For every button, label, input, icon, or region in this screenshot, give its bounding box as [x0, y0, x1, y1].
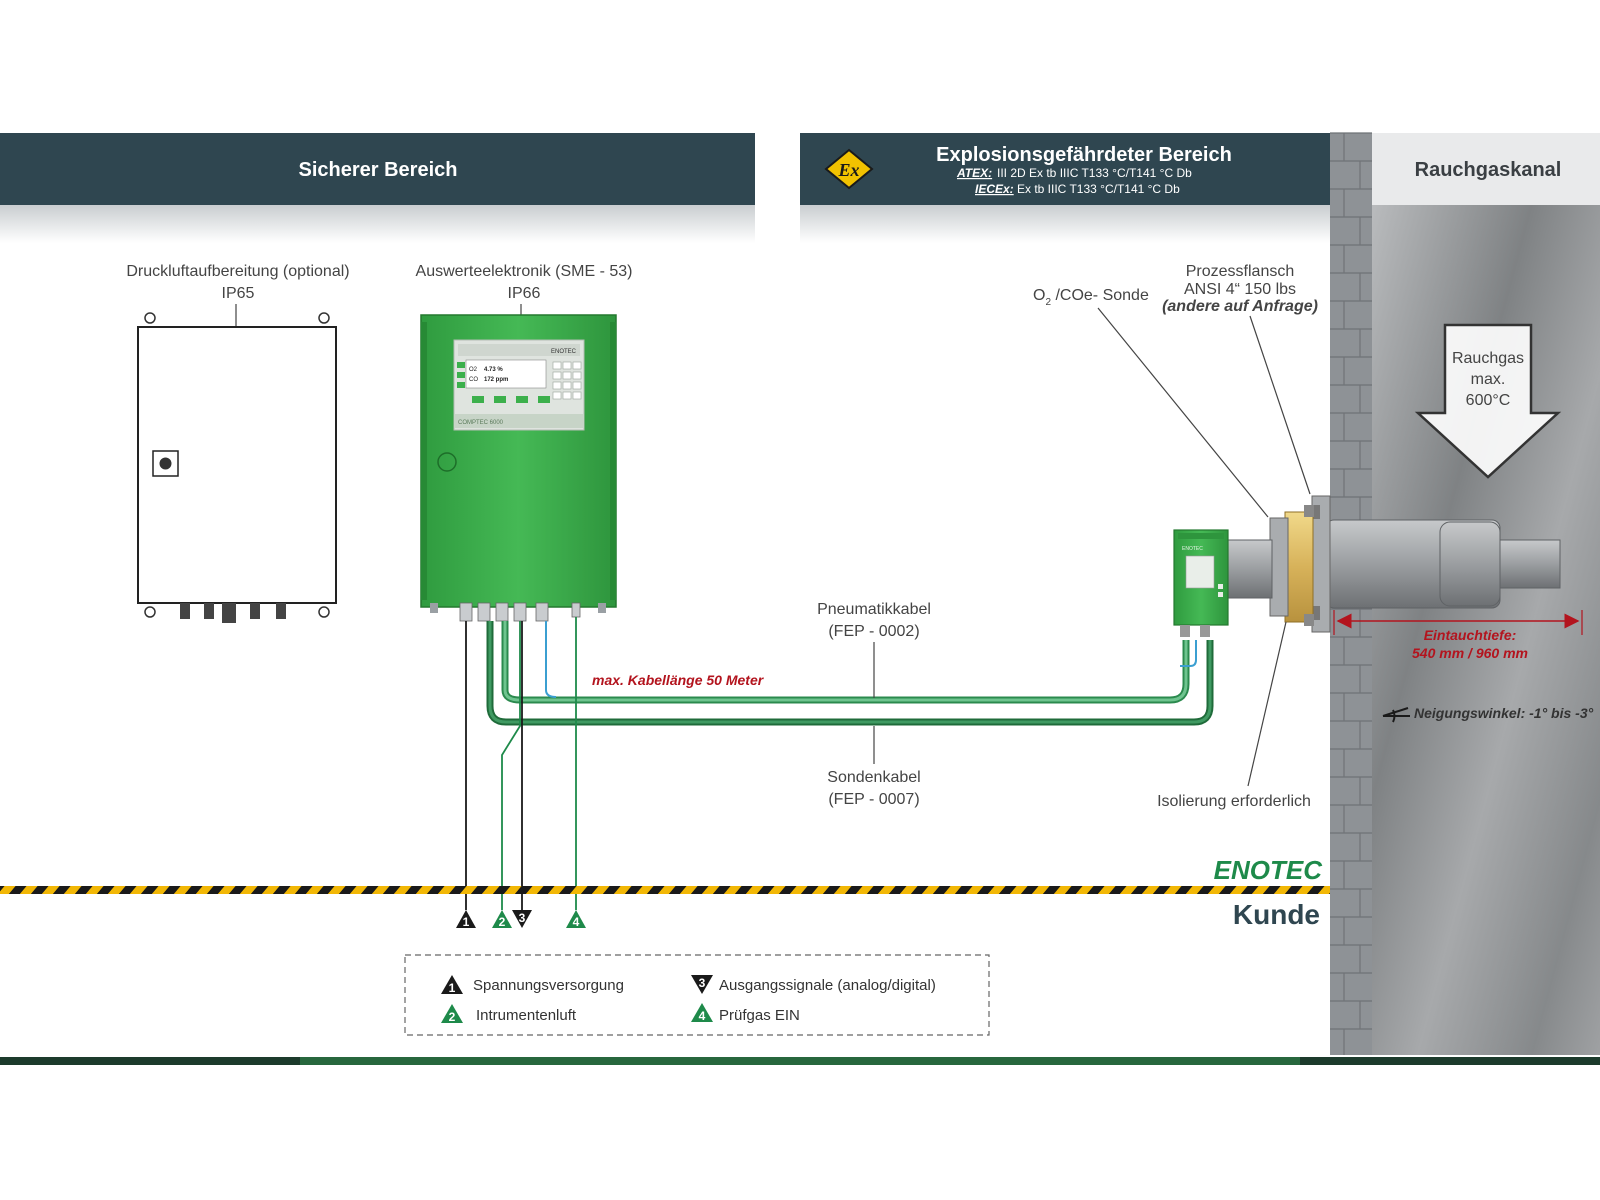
flange-note: (andere auf Anfrage) — [1162, 298, 1318, 315]
safe-area-title: Sicherer Bereich — [299, 159, 458, 181]
svg-text:Spannungsversorgung: Spannungsversorgung — [473, 977, 624, 994]
electronics-unit: ENOTEC O2 4.73 % CO 172 ppm COMPTEC 6000 — [420, 314, 617, 622]
duct-title: Rauchgaskanal — [1415, 159, 1562, 181]
iecex-label: IECEx: — [975, 182, 1014, 196]
legend-item-power: 1 Spannungsversorgung — [441, 975, 624, 995]
svg-text:600°C: 600°C — [1466, 392, 1511, 409]
svg-text:4: 4 — [573, 915, 580, 929]
connection-marker-2: 2 — [492, 910, 512, 929]
svg-text:4.73 %: 4.73 % — [484, 367, 503, 373]
svg-text:Intrumentenluft: Intrumentenluft — [476, 1007, 577, 1024]
legend-item-instrument-air: 2 Intrumentenluft — [441, 1004, 577, 1024]
cables — [465, 617, 1214, 910]
legend: 1 Spannungsversorgung 3 Ausgangssignale … — [404, 954, 990, 1036]
electronics-title: Auswerteelektronik (SME - 53) — [416, 263, 633, 280]
svg-text:Eintauchtiefe:: Eintauchtiefe: — [1424, 627, 1517, 643]
svg-text:4: 4 — [699, 1009, 706, 1023]
iecex-text: Ex tb IIIC T133 °C/T141 °C Db — [1017, 182, 1180, 196]
ex-area-header — [800, 133, 1330, 205]
svg-text:1: 1 — [449, 981, 456, 995]
atex-label: ATEX: — [956, 166, 992, 180]
sensor-label: O2 /COe- Sonde — [1033, 287, 1149, 308]
probe-assembly: ENOTEC — [1173, 495, 1561, 637]
svg-text:Rauchgas: Rauchgas — [1452, 350, 1524, 367]
svg-text:ENOTEC: ENOTEC — [551, 349, 577, 355]
svg-text:CO: CO — [469, 377, 478, 383]
insertion-depth-dimension: Eintauchtiefe: 540 mm / 960 mm — [1333, 610, 1583, 661]
pneumatic-cable-label: Pneumatikkabel — [817, 601, 931, 618]
ex-hazard-icon: Ex — [824, 148, 874, 190]
probe-cable-code: (FEP - 0007) — [828, 791, 919, 808]
svg-text:COMPTEC 6000: COMPTEC 6000 — [458, 420, 504, 426]
insulation-label: Isolierung erforderlich — [1157, 793, 1311, 810]
atex-text: III 2D Ex tb IIIC T133 °C/T141 °C Db — [997, 166, 1192, 180]
svg-text:max.: max. — [1471, 371, 1506, 388]
svg-text:ENOTEC: ENOTEC — [1182, 546, 1203, 552]
probe-cable-label: Sondenkabel — [827, 769, 920, 786]
air-prep-ip: IP65 — [222, 285, 255, 302]
door-lock-icon — [437, 452, 457, 472]
ex-area-title: Explosionsgefährdeter Bereich — [936, 144, 1232, 166]
cable-length-note: max. Kabellänge 50 Meter — [592, 672, 765, 688]
scope-boundary — [0, 886, 1330, 894]
svg-text:Ausgangssignale (analog/digita: Ausgangssignale (analog/digital) — [719, 977, 936, 994]
customer-label: Kunde — [1233, 899, 1320, 930]
svg-text:540 mm / 960 mm: 540 mm / 960 mm — [1412, 645, 1528, 661]
svg-text:Ex: Ex — [837, 160, 859, 180]
connection-marker-4: 4 — [566, 910, 586, 929]
tilt-angle-note: Neigungswinkel: -1° bis -3° — [1382, 705, 1594, 723]
svg-text:2: 2 — [449, 1010, 456, 1024]
svg-text:O2: O2 — [469, 367, 478, 373]
flue-gas-arrow: Rauchgas max. 600°C — [1414, 323, 1562, 479]
legend-item-test-gas: 4 Prüfgas EIN — [691, 1003, 800, 1024]
duct-header — [1372, 133, 1600, 205]
svg-text:Prüfgas EIN: Prüfgas EIN — [719, 1007, 800, 1024]
pneumatic-cable-code: (FEP - 0002) — [828, 623, 919, 640]
flange-spec: ANSI 4“ 150 lbs — [1184, 281, 1296, 298]
air-prep-cabinet — [137, 312, 337, 623]
angle-icon — [1382, 707, 1410, 723]
vendor-label: ENOTEC — [1214, 855, 1324, 885]
legend-item-output: 3 Ausgangssignale (analog/digital) — [691, 975, 936, 994]
electronics-ip: IP66 — [508, 285, 541, 302]
svg-text:172 ppm: 172 ppm — [484, 377, 508, 383]
air-prep-title: Druckluftaufbereitung (optional) — [126, 263, 349, 280]
svg-text:3: 3 — [699, 976, 706, 990]
svg-text:3: 3 — [519, 911, 526, 925]
svg-text:2: 2 — [499, 915, 506, 929]
safe-area-header — [0, 133, 755, 205]
svg-text:1: 1 — [463, 915, 470, 929]
svg-text:Neigungswinkel: -1° bis -3°: Neigungswinkel: -1° bis -3° — [1414, 705, 1594, 721]
connection-marker-1: 1 — [456, 910, 476, 929]
flange-label: Prozessflansch — [1186, 263, 1295, 280]
connection-marker-3: 3 — [512, 910, 532, 928]
